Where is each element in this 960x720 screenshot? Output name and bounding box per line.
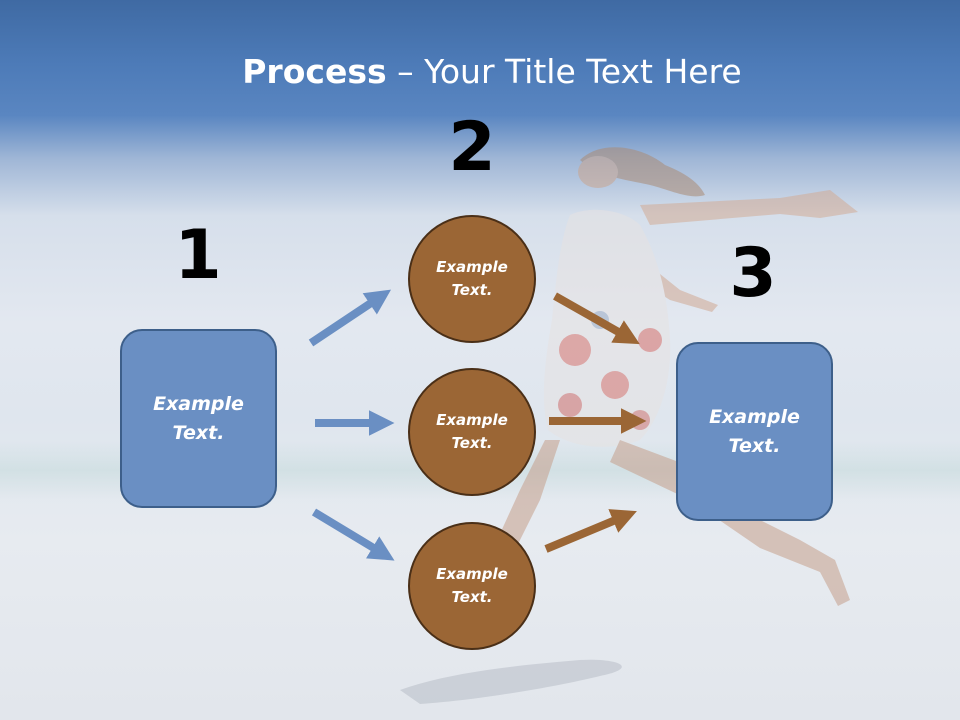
step-2-circle-middle: Example Text.: [408, 368, 536, 496]
step-3-box: Example Text.: [676, 342, 833, 521]
slide-title: Process – Your Title Text Here: [0, 52, 960, 91]
step-1-box-label: Example Text.: [153, 392, 244, 444]
step-number-2: 2: [448, 108, 496, 187]
arrow-2-bottom-to-3: [544, 509, 637, 553]
step-2-circle-bottom-label: Example Text.: [436, 565, 508, 606]
step-number-3: 3: [729, 234, 777, 313]
step-3-box-label: Example Text.: [709, 405, 800, 457]
arrow-1-to-2-top: [308, 289, 392, 347]
title-bold: Process: [242, 52, 387, 91]
step-2-circle-middle-label: Example Text.: [436, 411, 508, 452]
step-1-box: Example Text.: [120, 329, 277, 508]
step-number-1: 1: [174, 216, 222, 295]
title-rest: – Your Title Text Here: [386, 52, 742, 91]
arrow-1-to-2-bottom: [311, 508, 395, 561]
arrow-2-top-to-3: [553, 292, 640, 345]
step-2-circle-top: Example Text.: [408, 215, 536, 343]
step-2-circle-top-label: Example Text.: [436, 258, 508, 299]
step-2-circle-bottom: Example Text.: [408, 522, 536, 650]
